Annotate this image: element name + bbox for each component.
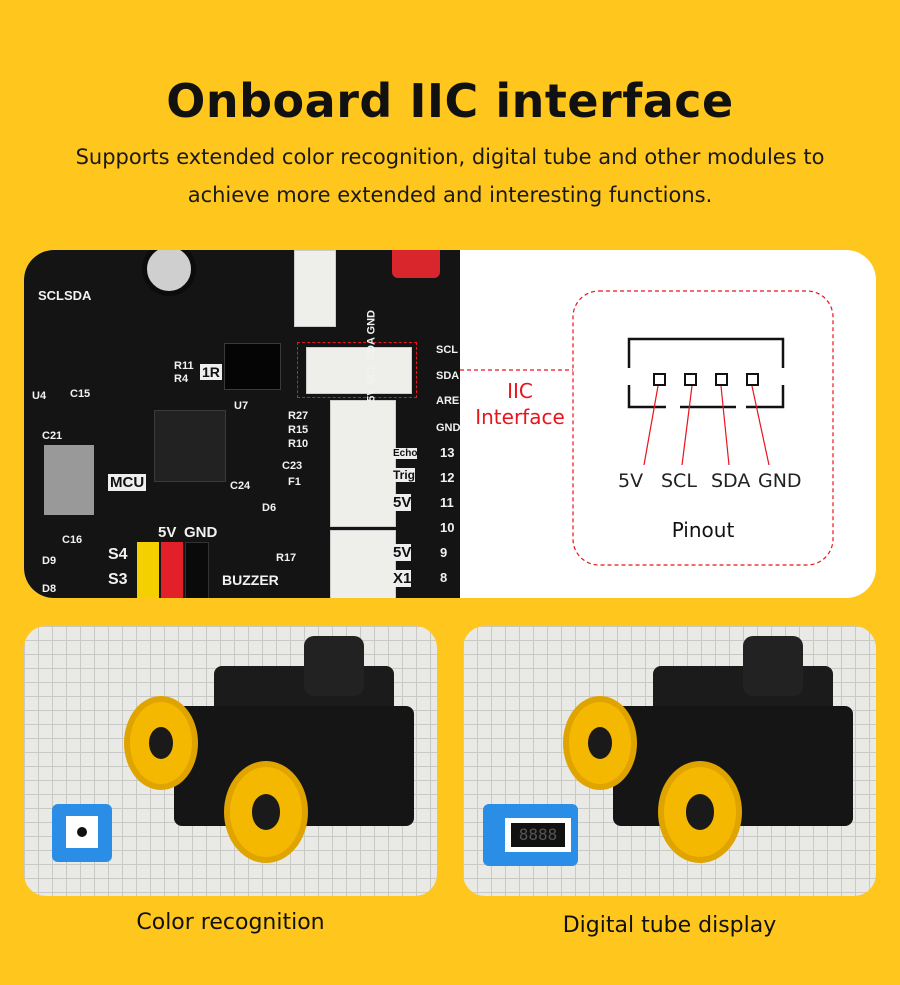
pcb-label: F1 — [288, 476, 301, 488]
iic-label-line1: IIC — [507, 379, 533, 403]
pin-label-sda: SDA — [711, 470, 751, 492]
pin-label-gnd: GND — [758, 470, 802, 492]
pin-label-scl: SCL — [661, 470, 697, 492]
digital-tube-module: 8888 — [483, 804, 578, 866]
pcb-label: R4 — [174, 373, 189, 385]
pcb-label: S3 — [108, 571, 128, 588]
mecanum-wheel — [658, 761, 742, 863]
pcb-label: R15 — [288, 424, 309, 436]
pcb-label: U4 — [32, 390, 47, 402]
pcb-label: 5V — [393, 544, 412, 561]
pcb-label: R10 — [288, 438, 309, 450]
color-recognition-photo — [24, 626, 437, 896]
pcb-label: R11 — [174, 360, 194, 372]
sensor-lens — [77, 827, 87, 837]
color-sensor-module — [52, 804, 112, 862]
pcb-label: R17 — [276, 552, 297, 564]
yellow-header — [137, 542, 159, 598]
page-title: Onboard IIC interface — [166, 74, 734, 128]
pcb-label: GND — [184, 524, 218, 541]
ultrasonic-connector — [330, 400, 396, 527]
pcb-red-button — [392, 250, 440, 278]
mecanum-wheel — [124, 696, 198, 790]
pcb-label: U7 — [234, 400, 249, 412]
pcb-label: 9 — [440, 545, 448, 560]
caption-color-recognition: Color recognition — [136, 910, 325, 935]
mecanum-wheel — [224, 761, 308, 863]
pcb-label: S4 — [108, 546, 128, 563]
black-header — [185, 542, 209, 598]
mecanum-wheel — [563, 696, 637, 790]
pcb-connector — [294, 250, 336, 327]
pcb-photo: SCL SDA MCU 1R BUZZER 5V GND S4 S3 Echo … — [24, 250, 460, 598]
pcb-label: SDA — [436, 370, 460, 382]
pcb-label: AREF — [436, 395, 460, 407]
red-header — [161, 542, 183, 598]
caption-digital-tube: Digital tube display — [562, 913, 777, 938]
pcb-label: D8 — [42, 583, 57, 595]
pcb-label: SCL — [38, 288, 64, 303]
pcb-label: 11 — [440, 495, 454, 510]
pcb-label: C16 — [62, 534, 83, 546]
pcb-label: GND — [436, 422, 460, 434]
pcb-label: 5V — [393, 494, 412, 511]
connector-outline — [627, 337, 785, 409]
pcb-capacitor — [142, 250, 196, 296]
pcb-label-buzzer: BUZZER — [222, 572, 279, 588]
pcb-label: C21 — [42, 430, 63, 442]
subtitle-line-1: Supports extended color recognition, dig… — [75, 145, 825, 169]
pcb-label: 8 — [440, 570, 448, 585]
connector-pins — [653, 373, 759, 386]
digital-tube-photo: 8888 — [463, 626, 876, 896]
iic-interface-label: IIC Interface — [470, 378, 570, 430]
pcb-label: Echo — [393, 448, 418, 459]
pcb-label: 5V — [158, 524, 177, 541]
pcb-label: Trig — [393, 468, 416, 482]
pcb-label: X1 — [393, 570, 412, 587]
mcu-chip — [154, 410, 226, 482]
pcb-label: SDA — [64, 288, 92, 303]
pcb-label: C15 — [70, 388, 91, 400]
pcb-label: C24 — [230, 480, 251, 492]
pcb-label: 10 — [440, 520, 455, 535]
seven-segment-display: 8888 — [511, 823, 565, 847]
pcb-label: SCL — [436, 344, 458, 356]
pinout-caption: Pinout — [671, 518, 735, 542]
pcb-label: C23 — [282, 460, 303, 472]
pinout-dashed-box — [572, 290, 834, 566]
pin-leader-lines — [643, 385, 770, 466]
pcb-label: D6 — [262, 502, 277, 514]
subtitle-line-2: achieve more extended and interesting fu… — [187, 183, 713, 207]
pcb-crystal — [44, 445, 94, 515]
servo-connector — [330, 530, 396, 598]
pinout-diagram — [460, 290, 834, 566]
ir-receiver — [224, 343, 281, 390]
iic-label-line2: Interface — [475, 405, 565, 429]
pcb-label: D9 — [42, 555, 57, 567]
iic-highlight-box — [297, 342, 417, 398]
pcb-label: 1R — [200, 364, 222, 380]
camera-module — [743, 636, 803, 696]
iic-info-card: SCL SDA MCU 1R BUZZER 5V GND S4 S3 Echo … — [24, 250, 876, 598]
pcb-label-mcu: MCU — [108, 474, 147, 491]
camera-module — [304, 636, 364, 696]
iic-connector — [306, 347, 412, 394]
pin-label-5v: 5V — [618, 470, 644, 492]
pcb-label: 12 — [440, 470, 455, 485]
pcb-label: 13 — [440, 445, 455, 460]
pcb-label: R27 — [288, 410, 309, 422]
